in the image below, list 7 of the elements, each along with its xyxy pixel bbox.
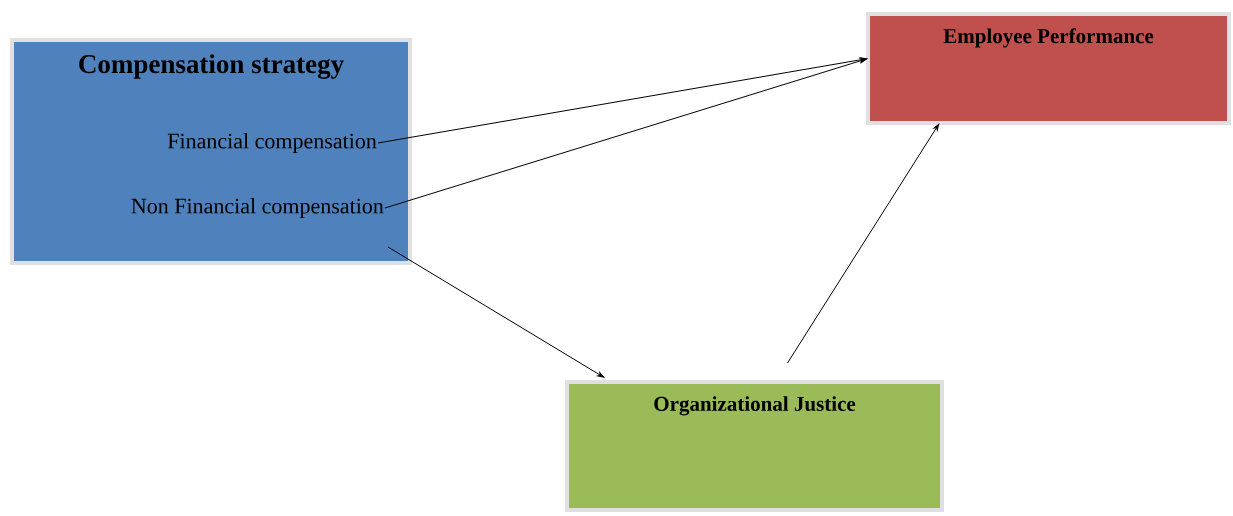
- arrow: [787, 123, 940, 364]
- item-text: Financial compensation: [167, 133, 377, 153]
- arrow: [384, 58, 867, 209]
- item-text: Non Financial compensation: [131, 198, 384, 218]
- arrow: [387, 246, 605, 378]
- box: Organizational Justice: [565, 380, 944, 512]
- box: Employee Performance: [866, 12, 1231, 125]
